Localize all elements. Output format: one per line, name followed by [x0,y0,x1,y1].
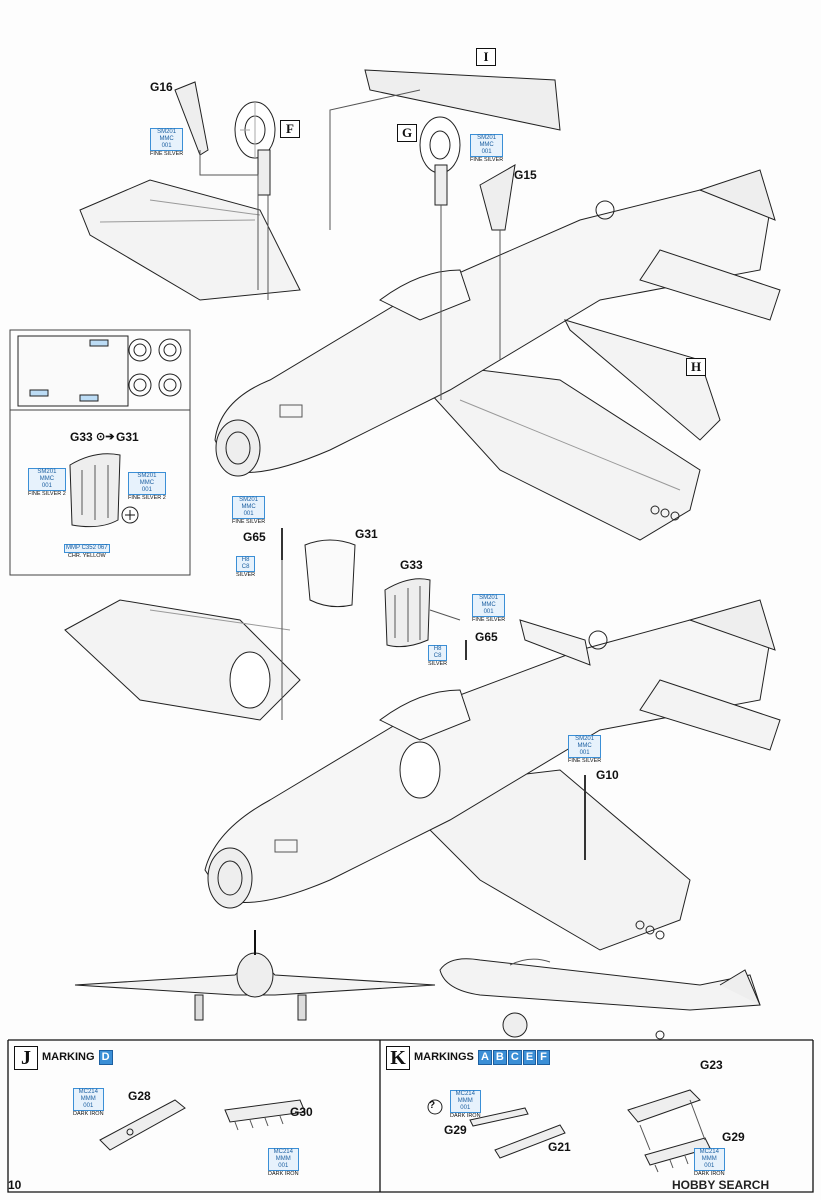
part-g29-right-label: G29 [722,1130,745,1144]
upper-parts [174,69,561,400]
upper-aircraft-drawing [79,169,781,541]
part-g31-lower-label: G31 [355,527,378,541]
page-number: 10 [8,1178,22,1192]
part-g29-label: G29 [444,1123,467,1137]
part-g16-label: G16 [150,80,173,94]
part-g30-label: G30 [290,1105,313,1119]
part-g65-label: G65 [243,530,266,544]
side-view-drawing [439,958,761,1040]
step-k-letter: K [386,1046,410,1070]
step-j-parts [99,1099,306,1151]
subassembly-f-box: F [280,120,300,138]
step-j-letter: J [14,1046,38,1070]
part-g31-label: G31 [116,430,139,444]
part-g21-label: G21 [548,1140,571,1154]
step-j-marking-label: MARKING D [42,1050,113,1065]
step-k-parts [427,1089,711,1173]
subassembly-i-box: I [476,48,496,66]
lower-aircraft-drawing [64,528,781,951]
subassembly-h-box: H [686,358,706,376]
part-g65-right-label: G65 [475,630,498,644]
part-g23-label: G23 [700,1058,723,1072]
photoetch-inset [9,329,191,576]
part-g15-label: G15 [514,168,537,182]
optional-question-icon: ? [429,1100,436,1111]
part-g33-lower-label: G33 [400,558,423,572]
part-g33-label: G33 [70,430,93,444]
subassembly-g-box: G [397,124,417,142]
front-view-drawing [74,930,436,1021]
replace-arrow-icon: ⊙➔ [96,431,115,443]
part-g28-label: G28 [128,1089,151,1103]
part-g10-label: G10 [596,768,619,782]
watermark: HOBBY SEARCH [672,1178,770,1192]
